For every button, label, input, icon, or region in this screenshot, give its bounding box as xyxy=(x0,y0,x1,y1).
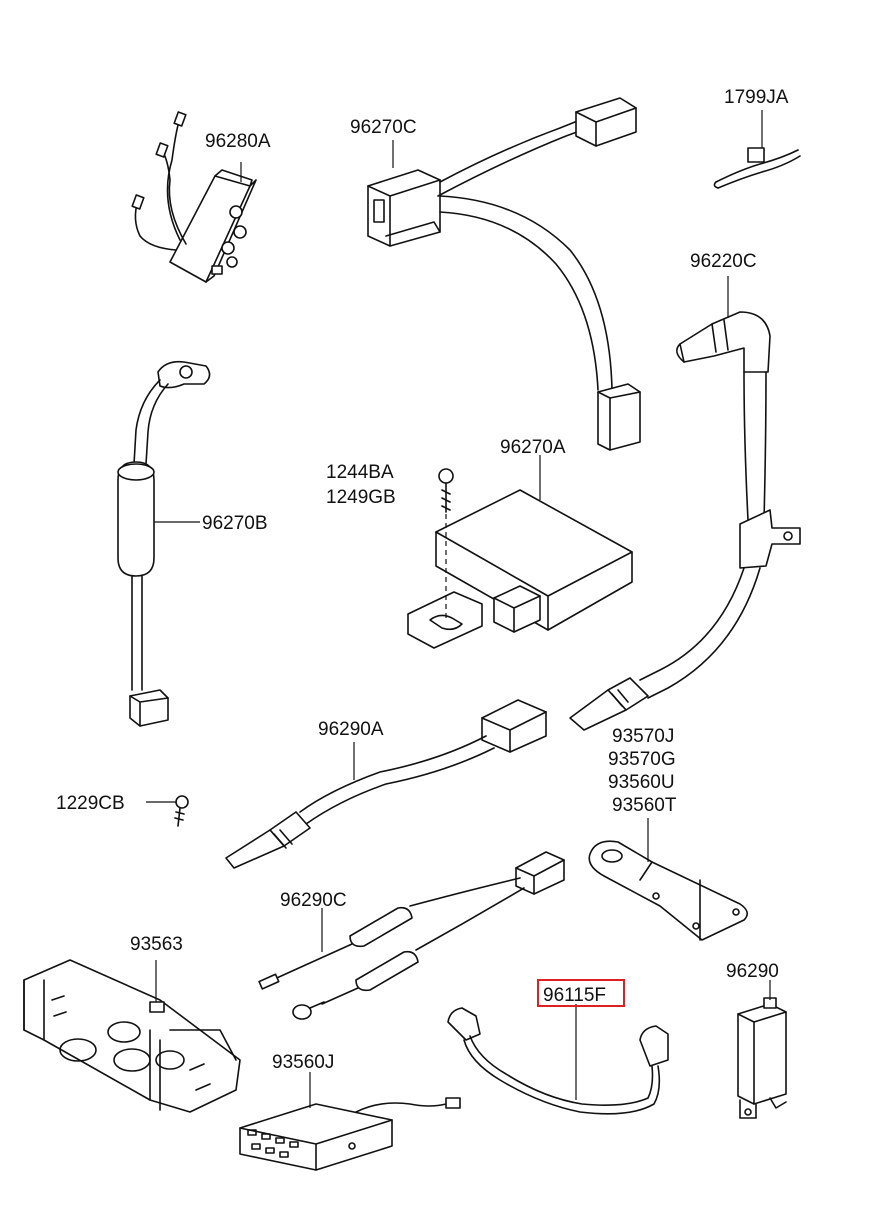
part-96290A-drawing xyxy=(225,699,547,869)
label-93560J: 93560J xyxy=(272,1052,334,1073)
part-96280A-drawing xyxy=(131,111,257,283)
label-93560T: 93560T xyxy=(612,795,677,816)
label-96270C: 96270C xyxy=(350,117,417,138)
label-1249GB: 1249GB xyxy=(326,487,396,508)
label-93570G: 93570G xyxy=(608,749,676,770)
label-93560U: 93560U xyxy=(608,772,675,793)
label-1799JA: 1799JA xyxy=(724,87,789,108)
part-96270C-drawing xyxy=(367,97,641,451)
label-96115F: 96115F xyxy=(543,985,606,1006)
part-96270A-drawing xyxy=(407,455,633,649)
part-93560J-drawing xyxy=(239,1072,461,1171)
label-96270A: 96270A xyxy=(500,437,566,458)
label-93570J: 93570J xyxy=(612,726,674,747)
part-96270B-drawing xyxy=(117,360,211,727)
part-96290C-drawing xyxy=(258,851,565,1020)
label-96220C: 96220C xyxy=(690,251,757,272)
label-93563: 93563 xyxy=(130,934,183,955)
label-96290: 96290 xyxy=(726,961,779,982)
label-96270B: 96270B xyxy=(202,513,268,534)
part-96220C-drawing xyxy=(569,276,801,731)
label-96290C: 96290C xyxy=(280,890,347,911)
part-96290-drawing xyxy=(737,980,787,1119)
label-96280A: 96280A xyxy=(205,131,271,152)
highlight-box-96115F xyxy=(537,979,625,1007)
label-96290A: 96290A xyxy=(318,719,384,740)
part-1799JA-drawing xyxy=(713,110,801,189)
part-1229CB-drawing xyxy=(146,795,189,827)
part-93563-drawing xyxy=(23,959,241,1113)
label-1229CB: 1229CB xyxy=(56,793,125,814)
part-93570J-bracket-drawing xyxy=(588,818,748,941)
part-96115F-drawing xyxy=(447,1004,669,1115)
label-1244BA: 1244BA xyxy=(326,462,394,483)
